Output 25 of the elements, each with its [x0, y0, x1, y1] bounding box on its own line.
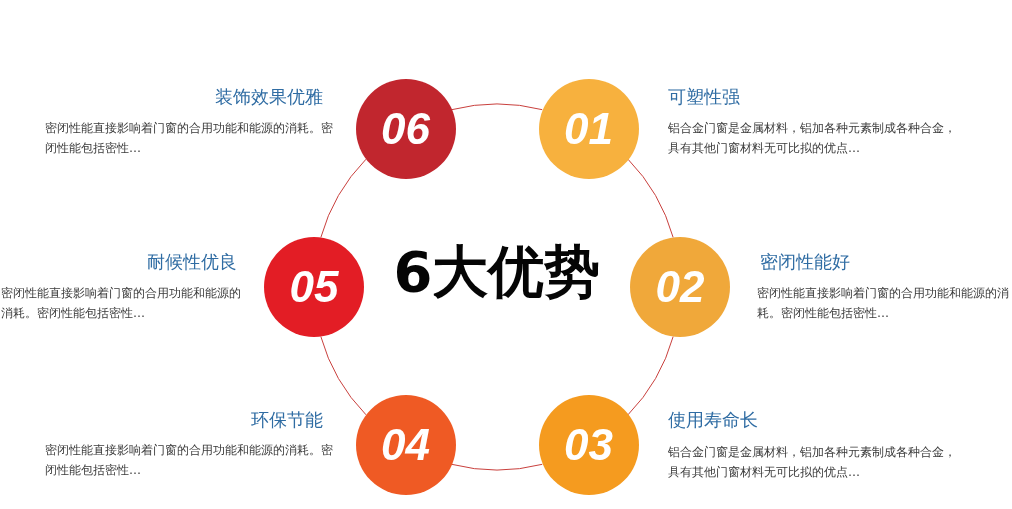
- feature-title: 耐候性优良: [147, 251, 237, 273]
- feature-title: 使用寿命长: [668, 409, 758, 431]
- step-number: 05: [289, 265, 339, 309]
- connector-arc: [627, 336, 674, 416]
- feature-description: 密闭性能直接影响着门窗的合用功能和能源的消耗。密闭性能包括密性…: [1, 285, 242, 322]
- feature-description: 密闭性能直接影响着门窗的合用功能和能源的消耗。密闭性能包括密性…: [45, 442, 334, 479]
- step-number: 04: [381, 423, 430, 468]
- step-number: 06: [381, 106, 430, 151]
- feature-title: 密闭性能好: [760, 251, 850, 273]
- feature-description: 密闭性能直接影响着门窗的合用功能和能源的消耗。密闭性能包括密性…: [757, 285, 1010, 322]
- feature-title: 装饰效果优雅: [215, 86, 323, 108]
- feature-title: 环保节能: [251, 409, 323, 431]
- step-number: 02: [655, 265, 705, 309]
- connector-arc: [451, 103, 543, 111]
- connector-arc: [627, 158, 674, 238]
- step-number: 01: [564, 106, 613, 151]
- connector-arc: [320, 336, 367, 416]
- feature-description: 铝合金门窗是金属材料，铝加各种元素制成各种合金，具有其他门窗材料无可比拟的优点…: [668, 120, 957, 157]
- connector-arc: [320, 158, 367, 238]
- connector-arc: [451, 463, 543, 471]
- feature-title: 可塑性强: [668, 86, 740, 108]
- feature-description: 密闭性能直接影响着门窗的合用功能和能源的消耗。密闭性能包括密性…: [45, 120, 334, 157]
- step-number: 03: [564, 423, 613, 468]
- feature-description: 铝合金门窗是金属材料，铝加各种元素制成各种合金，具有其他门窗材料无可比拟的优点…: [668, 444, 957, 481]
- main-title: 6大优势: [393, 244, 601, 300]
